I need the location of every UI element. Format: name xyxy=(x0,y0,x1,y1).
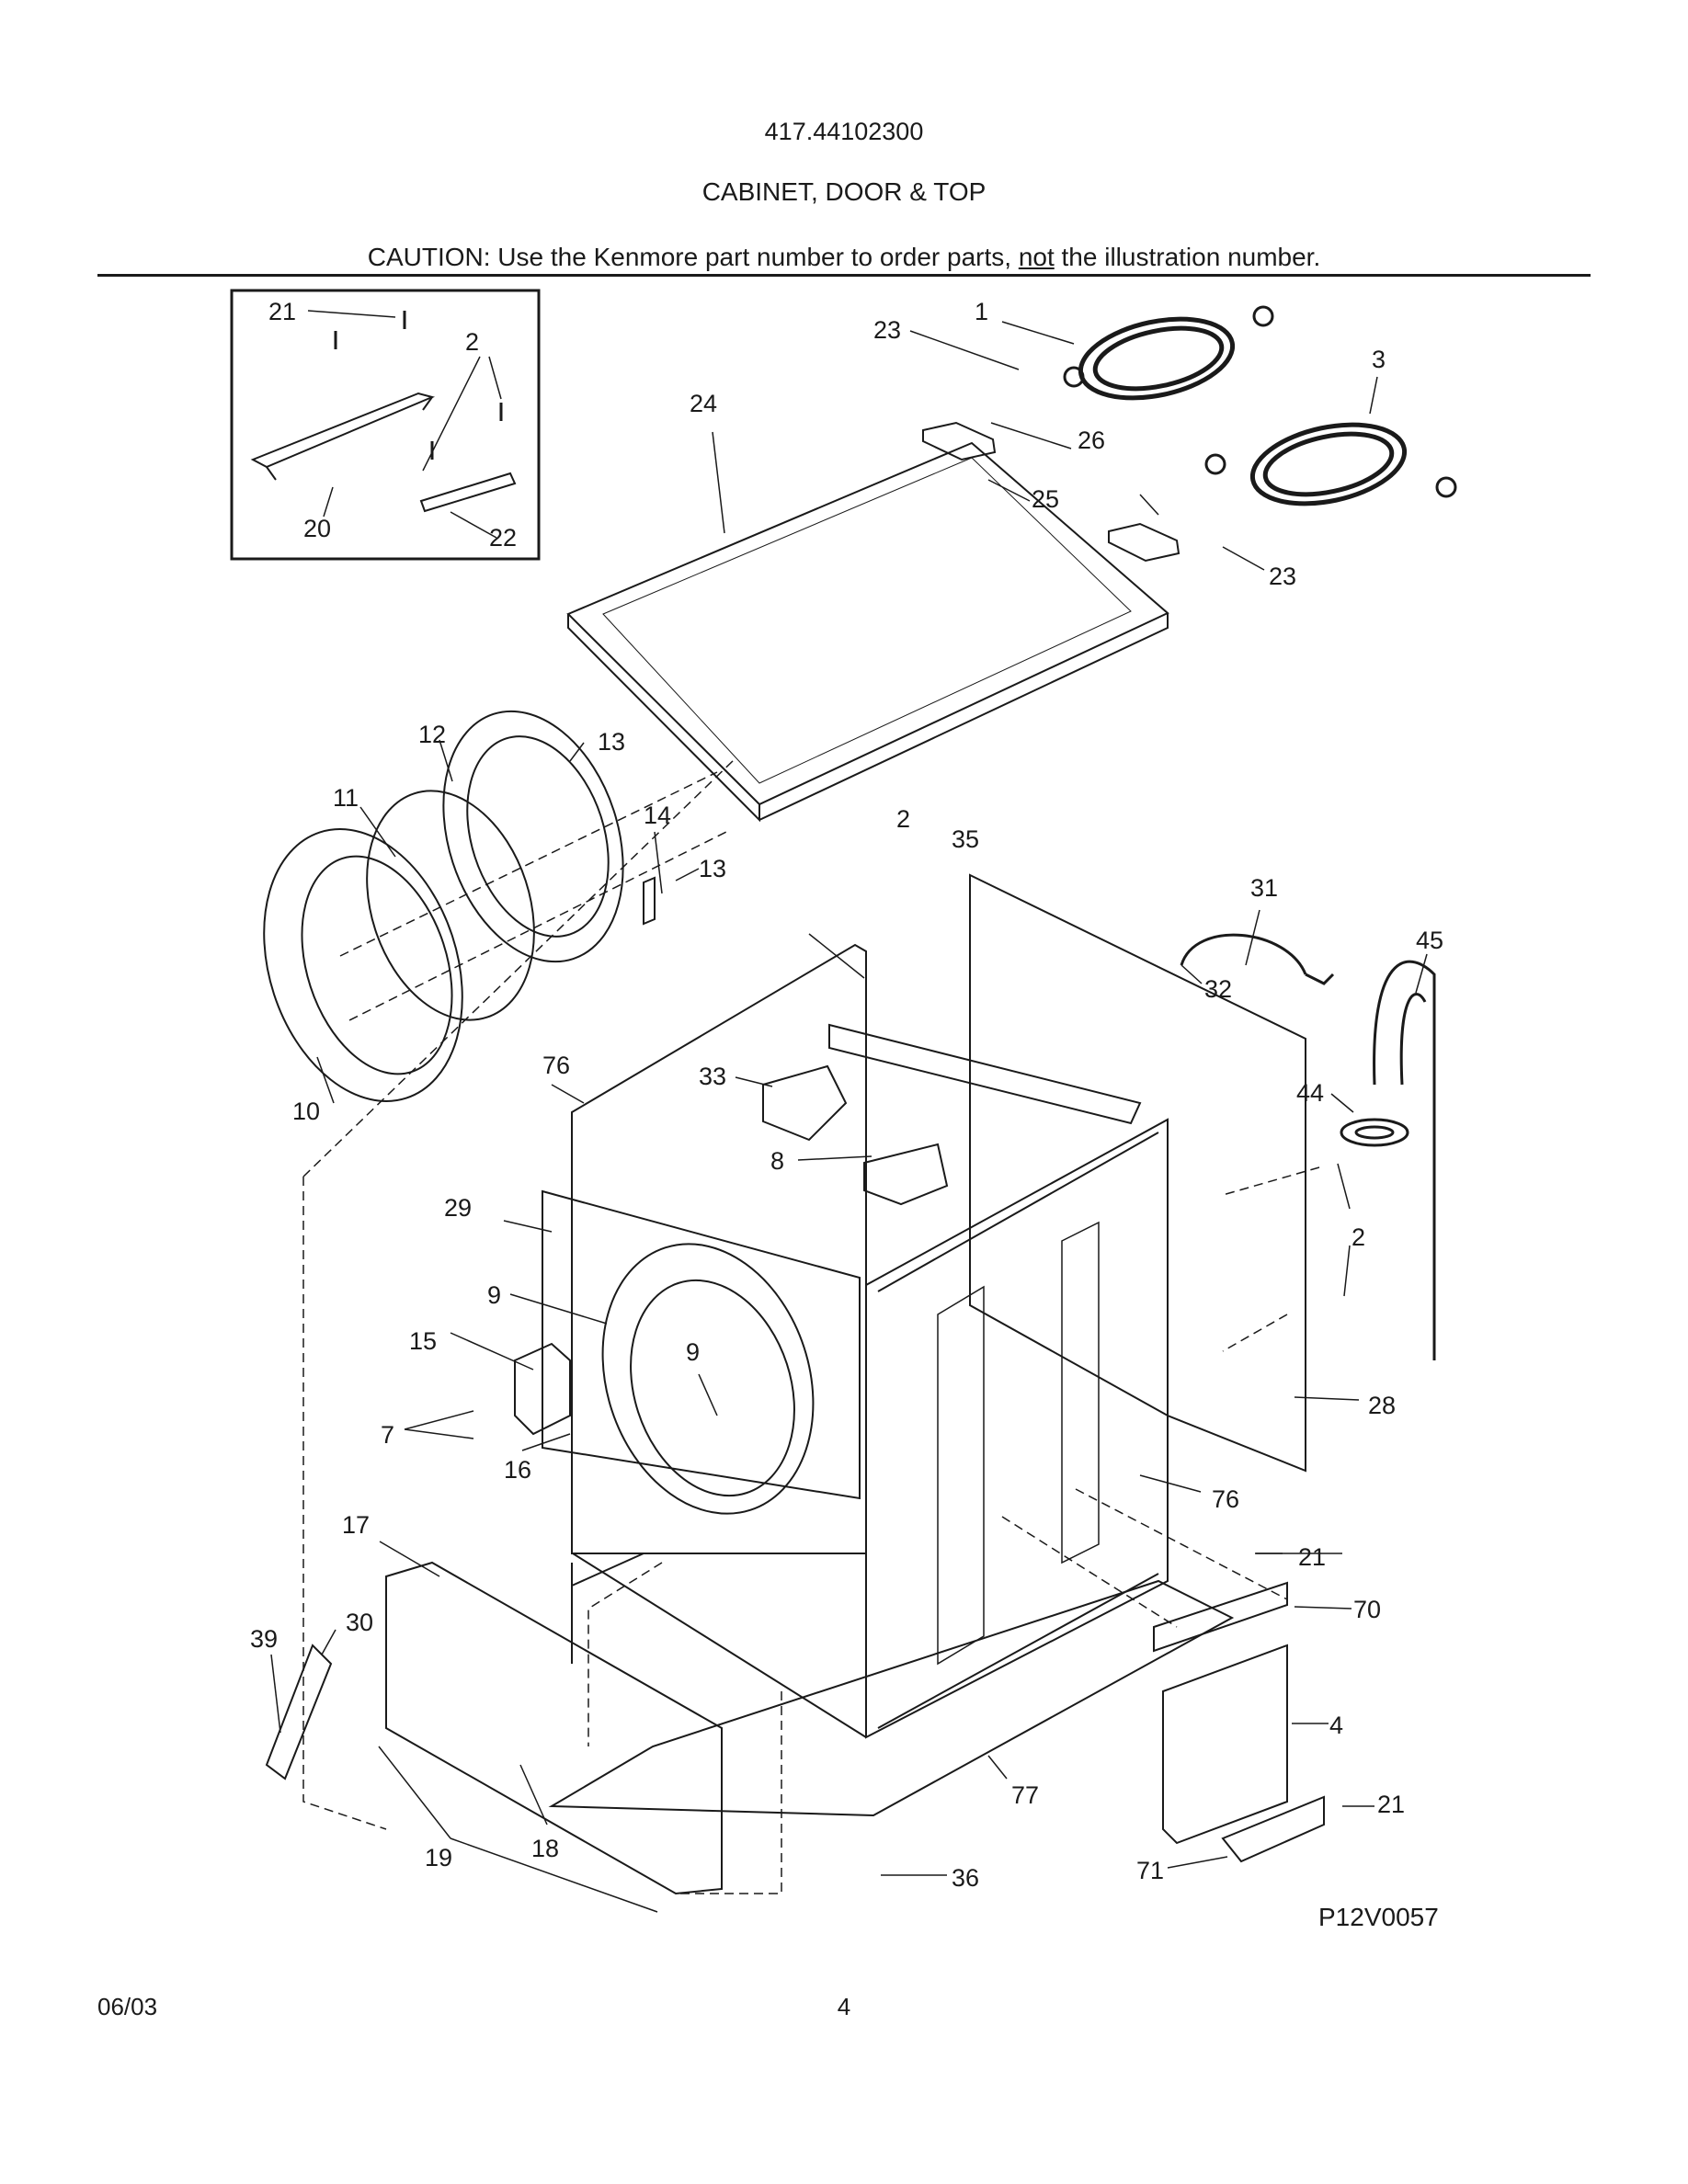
callout-21-inset: 21 xyxy=(268,298,296,325)
top-panel xyxy=(566,441,1169,823)
callout-11: 11 xyxy=(333,784,359,812)
callout-13: 13 xyxy=(699,855,726,882)
callout-17: 17 xyxy=(342,1511,370,1539)
drain-hose xyxy=(1340,960,1436,1360)
toe-kick-panel xyxy=(385,1561,723,1895)
callout-14: 14 xyxy=(644,802,671,829)
callout-9-right: 9 xyxy=(686,1338,700,1366)
callout-13-top: 13 xyxy=(598,728,625,756)
callout-25: 25 xyxy=(1032,485,1059,513)
callout-44: 44 xyxy=(1296,1079,1324,1107)
callout-2-right: 2 xyxy=(1352,1223,1365,1251)
figure-code: P12V0057 xyxy=(1318,1903,1439,1931)
page-title: CABINET, DOOR & TOP xyxy=(701,177,987,206)
callout-2-top: 2 xyxy=(896,805,910,833)
callout-45: 45 xyxy=(1416,927,1443,954)
callout-16: 16 xyxy=(504,1456,531,1484)
caution-note: CAUTION: Use the Kenmore part number to … xyxy=(0,243,1688,272)
caution-emphasis: not xyxy=(1018,243,1055,271)
inlet-hoses xyxy=(1063,305,1457,506)
callout-29: 29 xyxy=(444,1194,472,1222)
callout-77: 77 xyxy=(1011,1781,1039,1809)
callout-28: 28 xyxy=(1368,1392,1396,1419)
callout-2-inset: 2 xyxy=(465,328,479,356)
inset-detail xyxy=(230,289,541,561)
callout-30: 30 xyxy=(346,1609,373,1636)
control-unit xyxy=(1153,1581,1325,1863)
leader-lines xyxy=(270,310,1428,1913)
callout-7: 7 xyxy=(381,1421,394,1449)
callout-23: 23 xyxy=(1269,563,1296,590)
model-number: 417.44102300 xyxy=(764,118,924,145)
callout-76-left: 76 xyxy=(542,1052,570,1079)
callout-26: 26 xyxy=(1078,427,1105,454)
callout-71: 71 xyxy=(1136,1857,1164,1884)
callout-21-bottom: 21 xyxy=(1377,1791,1405,1818)
callout-35: 35 xyxy=(952,825,979,853)
door-assembly xyxy=(263,710,727,1102)
callout-3: 3 xyxy=(1372,346,1386,373)
callout-24: 24 xyxy=(690,390,717,417)
header-rule xyxy=(97,274,1591,277)
callout-76-right: 76 xyxy=(1212,1485,1239,1513)
callout-19: 19 xyxy=(425,1844,452,1871)
callout-1: 1 xyxy=(975,298,988,325)
callout-22: 22 xyxy=(489,524,517,552)
callout-21-right: 21 xyxy=(1298,1543,1326,1571)
callout-9: 9 xyxy=(487,1281,501,1309)
callout-18: 18 xyxy=(531,1835,559,1862)
cabinet xyxy=(542,873,1306,1817)
callout-31: 31 xyxy=(1250,874,1278,902)
callout-20: 20 xyxy=(303,515,331,542)
callout-12: 12 xyxy=(418,721,446,748)
caution-suffix: the illustration number. xyxy=(1054,243,1321,271)
callout-70: 70 xyxy=(1353,1596,1381,1623)
caution-prefix: CAUTION: Use the Kenmore part number to … xyxy=(367,243,1019,271)
callout-4: 4 xyxy=(1329,1712,1343,1739)
callout-labels: 21 2 20 22 1 23 3 24 26 25 23 12 13 11 1… xyxy=(250,298,1443,1892)
top-brackets xyxy=(922,421,1180,563)
callout-32: 32 xyxy=(1204,975,1232,1003)
callout-15: 15 xyxy=(409,1327,437,1355)
hinge-and-latch-parts xyxy=(265,1064,949,1780)
page-number: 4 xyxy=(837,1993,851,2020)
callout-39: 39 xyxy=(250,1625,278,1653)
callout-10: 10 xyxy=(292,1098,320,1125)
callout-23-top: 23 xyxy=(873,316,901,344)
assembly-guides xyxy=(302,757,1320,1894)
callout-8: 8 xyxy=(770,1147,784,1175)
power-cord xyxy=(1180,933,1335,985)
footer-date: 06/03 xyxy=(97,1993,158,2020)
callout-36: 36 xyxy=(952,1864,979,1892)
callout-33: 33 xyxy=(699,1063,726,1090)
